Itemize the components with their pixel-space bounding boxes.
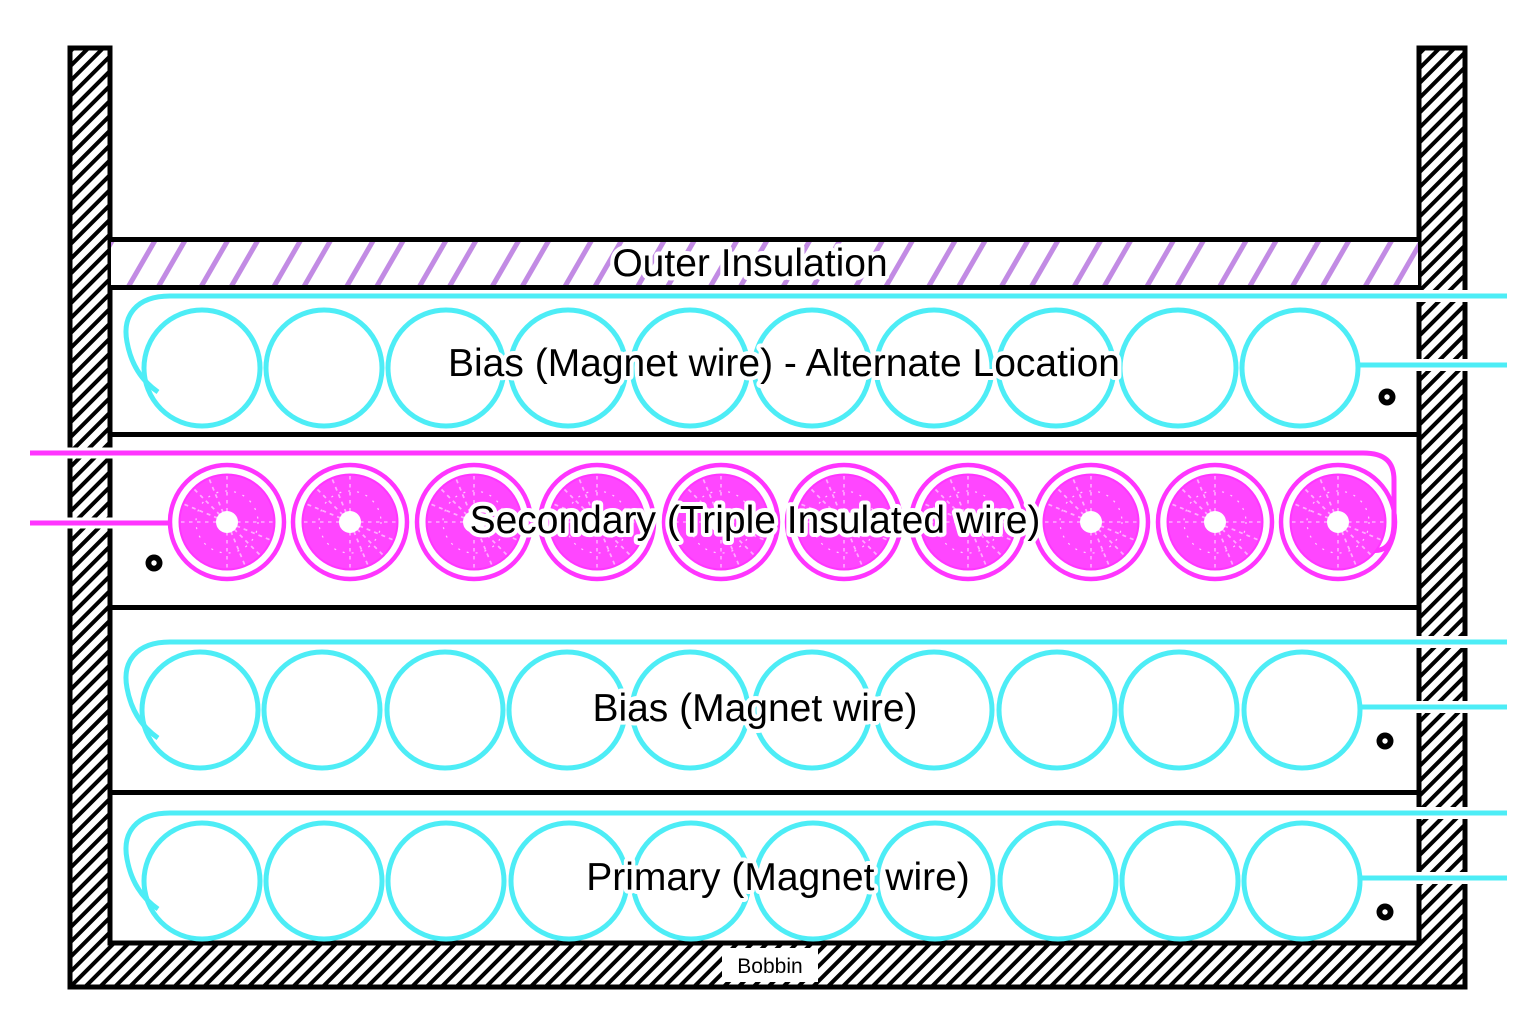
wire-turn	[1281, 465, 1395, 579]
bobbin-label: Bobbin	[737, 955, 802, 978]
layer-secondary: Secondary (Triple Insulated wire)	[30, 450, 1397, 579]
wire-turn	[266, 310, 382, 426]
layer-primary: Primary (Magnet wire)	[123, 810, 1507, 939]
wire-end-dot	[145, 554, 163, 572]
wire-turn	[144, 823, 260, 939]
outer-insulation-band	[110, 237, 1419, 290]
outer-insulation-label: Outer Insulation	[612, 242, 887, 285]
wire-turn	[1120, 310, 1236, 426]
layer-label-bias: Bias (Magnet wire)	[592, 687, 917, 730]
wire-turn	[1122, 823, 1238, 939]
wire-turn	[1242, 310, 1358, 426]
layer-bias-alternate: Bias (Magnet wire) - Alternate Location	[123, 293, 1507, 426]
wire-turn	[142, 652, 258, 768]
wire-turn	[1244, 652, 1360, 768]
wire-turn	[266, 823, 382, 939]
secondary-wire-lead-top	[30, 450, 1397, 553]
wire-turn	[144, 310, 260, 426]
wire-end-dot	[1376, 903, 1394, 921]
layer-separators	[110, 432, 1419, 795]
bobbin-frame	[67, 45, 1468, 990]
wire-end-dot	[1376, 732, 1394, 750]
layer-bias: Bias (Magnet wire)	[123, 639, 1507, 768]
wire-turn	[1244, 823, 1360, 939]
layer-label-secondary: Secondary (Triple Insulated wire)	[470, 499, 1041, 542]
wire-turn	[388, 823, 504, 939]
wire-turn	[1121, 652, 1237, 768]
wire-turn	[999, 652, 1115, 768]
bobbin-label-box: Bobbin	[722, 948, 818, 982]
layer-label-primary: Primary (Magnet wire)	[586, 856, 970, 899]
wire-end-dot	[1378, 388, 1396, 406]
wire-turn	[264, 652, 380, 768]
wire-turn	[170, 465, 284, 579]
wire-turn	[387, 652, 503, 768]
layer-label-bias-alternate: Bias (Magnet wire) - Alternate Location	[448, 342, 1120, 385]
wire-turn	[293, 465, 407, 579]
wire-turn	[1034, 465, 1148, 579]
primary-wire-lead	[123, 810, 1507, 912]
outer-insulation-hatch	[111, 242, 1418, 286]
wire-turn	[1000, 823, 1116, 939]
wire-turn	[1158, 465, 1272, 579]
